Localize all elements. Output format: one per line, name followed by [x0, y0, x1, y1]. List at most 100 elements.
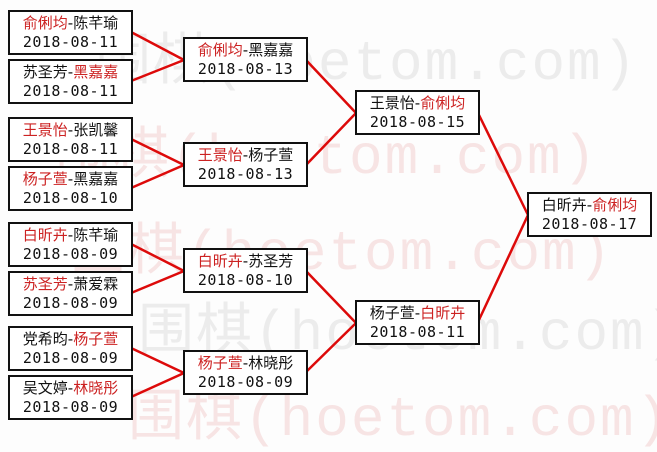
match-players: 吴文婷-林晓彤: [23, 378, 118, 398]
player-name: 王景怡: [369, 94, 415, 112]
bracket-connectors: [129, 30, 530, 399]
player-name: 苏圣芳: [22, 63, 68, 81]
separator: -: [242, 252, 249, 270]
player-name: 党希昀: [22, 330, 68, 348]
match-players: 白昕卉-俞俐均: [542, 195, 637, 215]
connector-line: [304, 321, 358, 374]
match-box-final: 白昕卉-俞俐均 2018-08-17: [527, 192, 652, 237]
player-name: 黑嘉嘉: [73, 170, 119, 188]
match-date: 2018-08-09: [22, 294, 119, 312]
player-name: 俞俐均: [420, 94, 466, 112]
separator: -: [67, 275, 74, 293]
player-name: 杨子萱: [73, 330, 119, 348]
separator: -: [242, 41, 249, 59]
match-box-round1-8: 吴文婷-林晓彤 2018-08-09: [8, 375, 133, 420]
player-name: 俞俐均: [592, 196, 638, 214]
player-name: 白昕卉: [22, 226, 68, 244]
separator: -: [67, 63, 74, 81]
match-box-round1-3: 王景怡-张凯馨 2018-08-11: [8, 117, 133, 162]
match-box-round2-2: 王景怡-杨子萱 2018-08-13: [183, 142, 308, 187]
player-name: 萧爱霖: [73, 275, 119, 293]
match-players: 王景怡-杨子萱: [198, 145, 293, 165]
match-date: 2018-08-09: [22, 349, 119, 367]
match-date: 2018-08-09: [22, 398, 119, 416]
match-players: 杨子萱-白昕卉: [370, 303, 465, 323]
player-name: 俞俐均: [197, 41, 243, 59]
player-name: 俞俐均: [22, 14, 68, 32]
match-date: 2018-08-11: [22, 82, 119, 100]
match-players: 白昕卉-陈芊瑜: [23, 225, 118, 245]
match-players: 党希昀-杨子萱: [23, 329, 118, 349]
match-players: 俞俐均-黑嘉嘉: [198, 40, 293, 60]
match-box-round1-2: 苏圣芳-黑嘉嘉 2018-08-11: [8, 59, 133, 104]
player-name: 杨子萱: [369, 304, 415, 322]
player-name: 苏圣芳: [22, 275, 68, 293]
connector-line: [129, 137, 186, 167]
match-date: 2018-08-10: [197, 271, 294, 289]
separator: -: [67, 379, 74, 397]
player-name: 陈芊瑜: [73, 14, 119, 32]
match-box-round1-5: 白昕卉-陈芊瑜 2018-08-09: [8, 222, 133, 267]
separator: -: [586, 196, 593, 214]
player-name: 杨子萱: [197, 354, 243, 372]
match-players: 王景怡-张凯馨: [23, 120, 118, 140]
separator: -: [414, 94, 421, 112]
match-box-round2-4: 杨子萱-林晓彤 2018-08-09: [183, 350, 308, 395]
match-date: 2018-08-09: [197, 373, 294, 391]
match-box-round2-3: 白昕卉-苏圣芳 2018-08-10: [183, 248, 308, 293]
match-players: 白昕卉-苏圣芳: [198, 251, 293, 271]
match-box-round1-4: 杨子萱-黑嘉嘉 2018-08-10: [8, 166, 133, 211]
match-date: 2018-08-10: [22, 189, 119, 207]
player-name: 白昕卉: [197, 252, 243, 270]
separator: -: [242, 354, 249, 372]
connector-line: [129, 163, 186, 190]
connector-line: [304, 269, 358, 325]
player-name: 吴文婷: [22, 379, 68, 397]
player-name: 杨子萱: [248, 146, 294, 164]
separator: -: [67, 330, 74, 348]
player-name: 张凯馨: [73, 121, 119, 139]
player-name: 王景怡: [197, 146, 243, 164]
player-name: 杨子萱: [22, 170, 68, 188]
separator: -: [67, 14, 74, 32]
match-box-round2-1: 俞俐均-黑嘉嘉 2018-08-13: [183, 37, 308, 82]
connector-line: [476, 111, 530, 217]
match-date: 2018-08-11: [22, 140, 119, 158]
connector-line: [129, 242, 186, 273]
player-name: 林晓彤: [248, 354, 294, 372]
match-players: 王景怡-俞俐均: [370, 93, 465, 113]
separator: -: [242, 146, 249, 164]
connector-line: [129, 58, 186, 83]
match-players: 杨子萱-黑嘉嘉: [23, 169, 118, 189]
match-players: 杨子萱-林晓彤: [198, 353, 293, 373]
separator: -: [67, 121, 74, 139]
separator: -: [414, 304, 421, 322]
match-box-semifinal-1: 王景怡-俞俐均 2018-08-15: [355, 90, 480, 135]
connector-line: [476, 213, 530, 324]
match-date: 2018-08-11: [369, 323, 466, 341]
match-box-round1-6: 苏圣芳-萧爱霖 2018-08-09: [8, 271, 133, 316]
match-players: 苏圣芳-萧爱霖: [23, 274, 118, 294]
watermark-text: 围棋(hoetom.com): [70, 222, 614, 286]
connector-line: [129, 346, 186, 375]
player-name: 白昕卉: [541, 196, 587, 214]
match-players: 俞俐均-陈芊瑜: [23, 13, 118, 33]
connector-line: [129, 269, 186, 295]
watermark-text: 围棋(hoetom.com): [55, 126, 599, 190]
match-date: 2018-08-13: [197, 60, 294, 78]
player-name: 王景怡: [22, 121, 68, 139]
separator: -: [67, 226, 74, 244]
match-date: 2018-08-15: [369, 113, 466, 131]
match-box-round1-1: 俞俐均-陈芊瑜 2018-08-11: [8, 10, 133, 55]
match-date: 2018-08-17: [541, 215, 638, 233]
player-name: 白昕卉: [420, 304, 466, 322]
separator: -: [67, 170, 74, 188]
match-box-semifinal-2: 杨子萱-白昕卉 2018-08-11: [355, 300, 480, 345]
connector-line: [304, 58, 358, 115]
player-name: 林晓彤: [73, 379, 119, 397]
connector-line: [129, 30, 186, 62]
match-date: 2018-08-13: [197, 165, 294, 183]
match-date: 2018-08-11: [22, 33, 119, 51]
match-date: 2018-08-09: [22, 245, 119, 263]
connector-line: [129, 371, 186, 399]
